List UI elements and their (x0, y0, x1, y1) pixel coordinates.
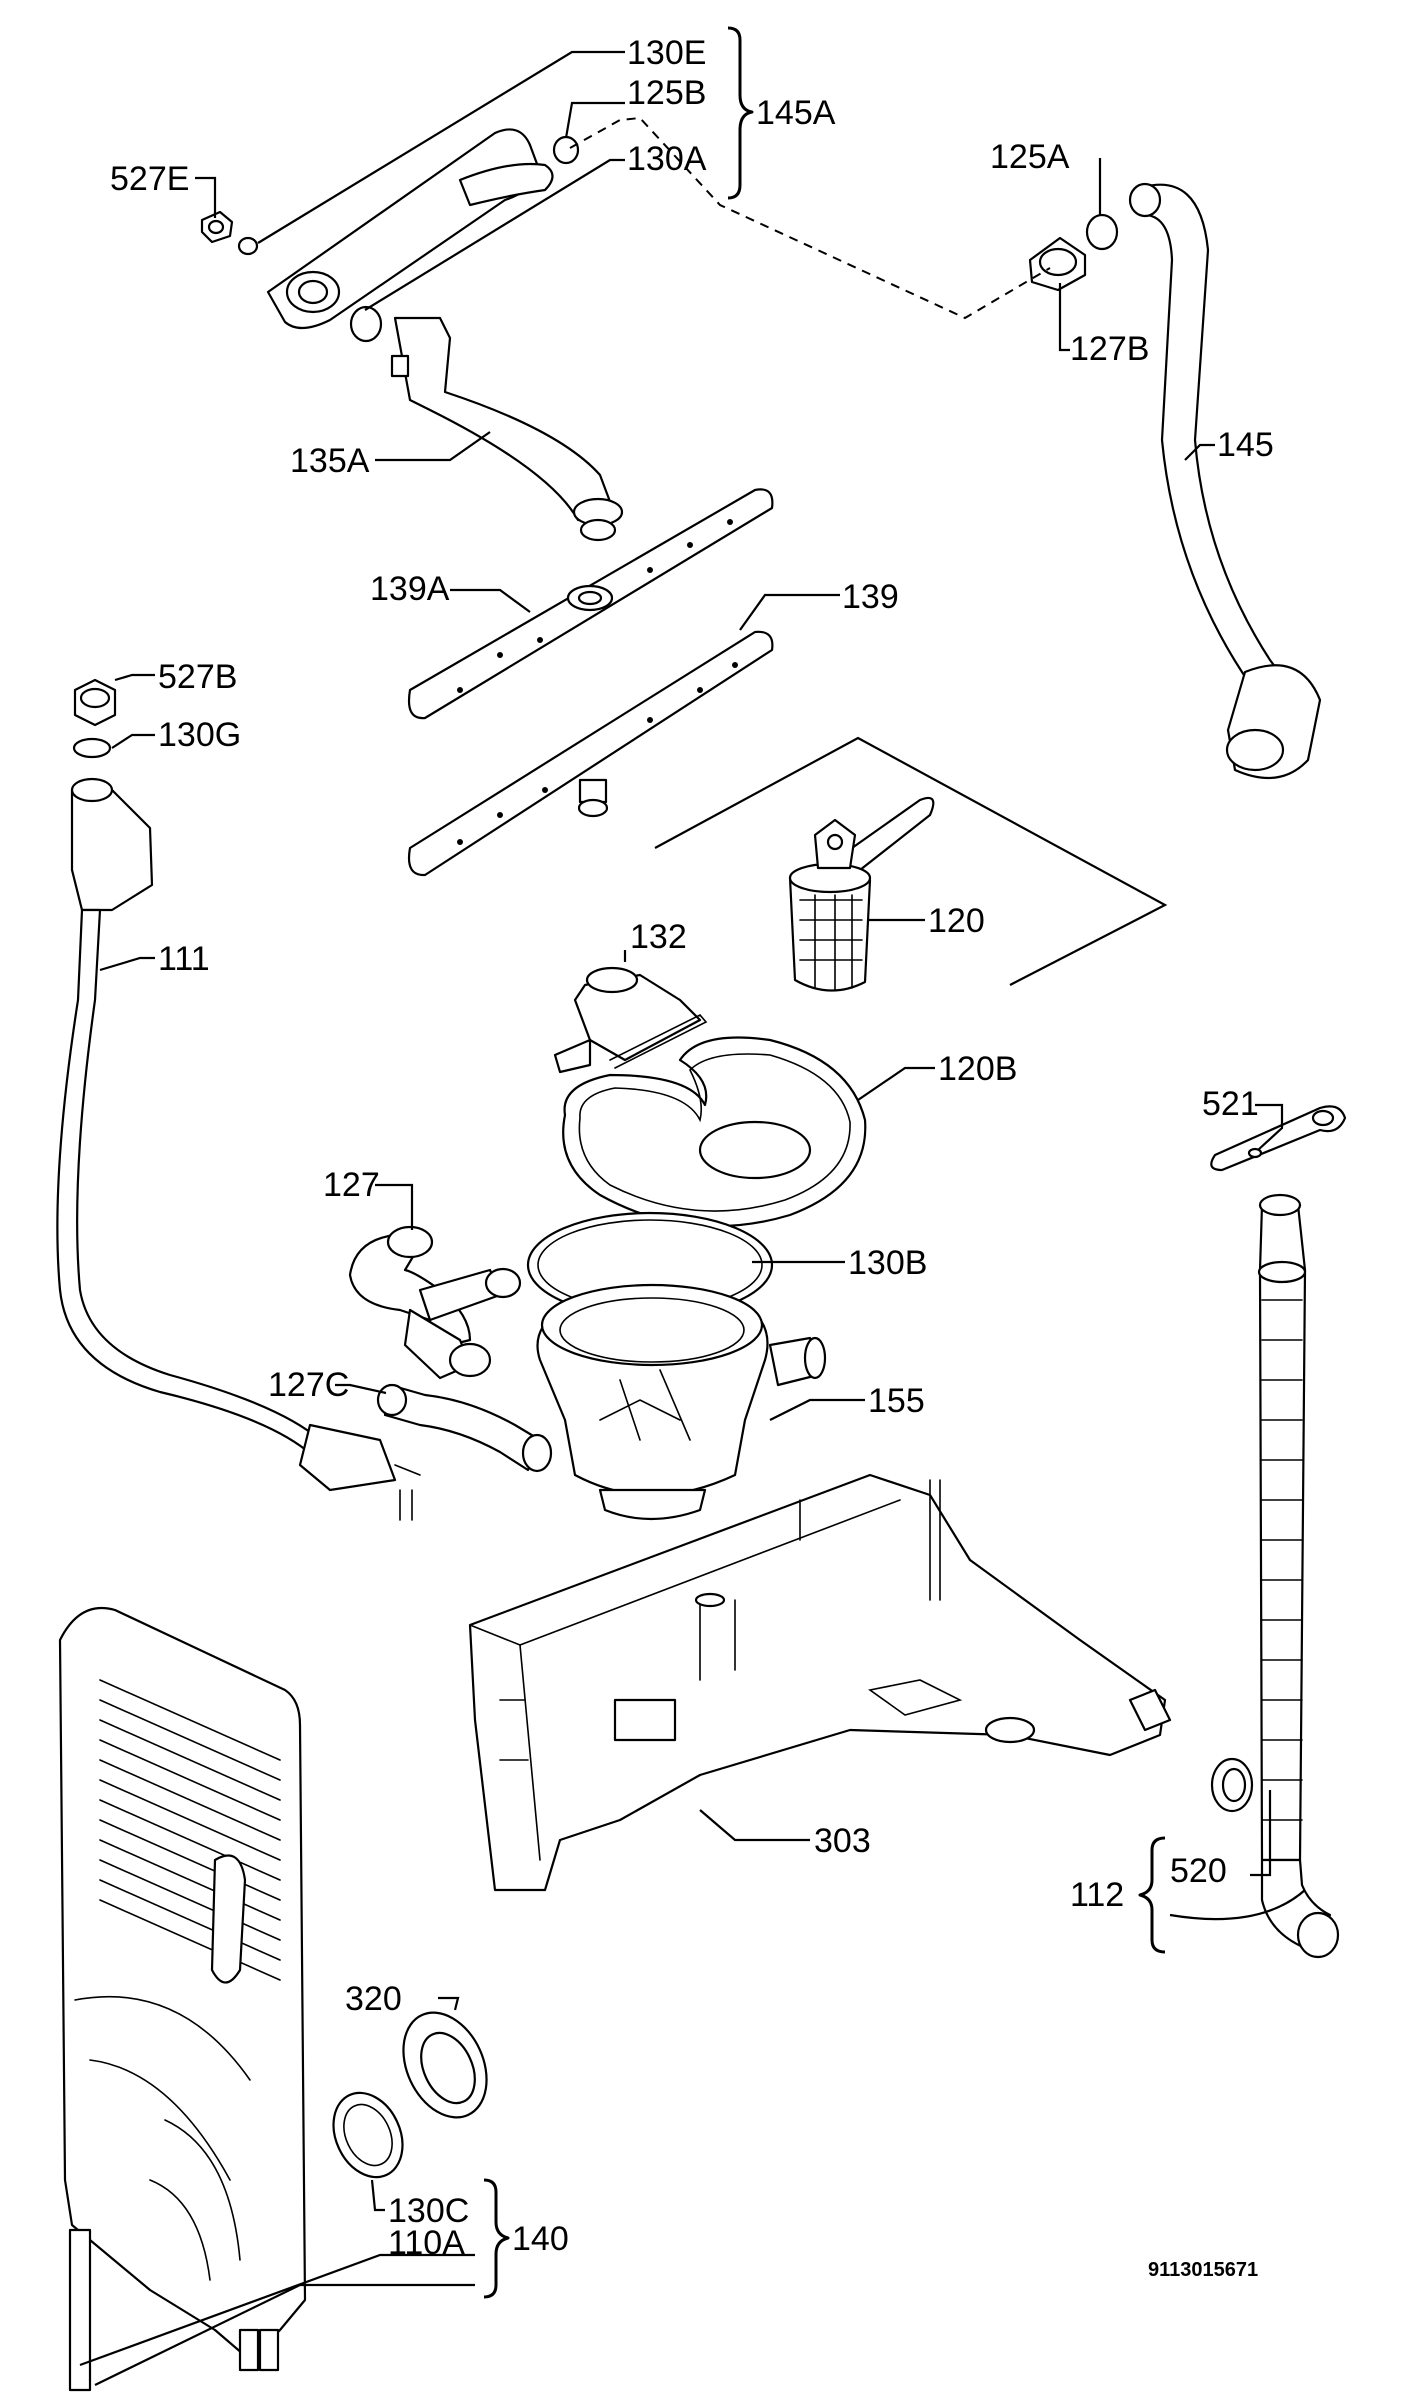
spray-arm-feed-135a (390, 316, 624, 542)
callout-139: 139 (842, 578, 899, 616)
callout-127: 127 (323, 1166, 380, 1204)
upper-spray-tube-130e (266, 128, 580, 330)
callout-527e: 527E (110, 160, 189, 198)
callout-labels: 130E 125B 145A 130A 527E 125A 127B 145 1… (110, 34, 1274, 2281)
callout-520: 520 (1170, 1852, 1227, 1890)
side-panel-140 (58, 1606, 307, 2392)
callout-135a: 135A (290, 442, 370, 480)
callout-521: 521 (1202, 1085, 1259, 1123)
base-303 (468, 1473, 1172, 1892)
callout-527b: 527B (158, 658, 237, 696)
callout-120b: 120B (938, 1050, 1017, 1088)
seal-320 (402, 2011, 488, 2119)
callout-130a: 130A (627, 140, 707, 178)
ring-130c (332, 2091, 404, 2179)
nut-527b (73, 678, 117, 727)
hose-145 (1128, 182, 1322, 780)
callout-127b: 127B (1070, 330, 1149, 368)
callout-139a: 139A (370, 570, 450, 608)
callout-320: 320 (345, 1980, 402, 2018)
o-ring-small (237, 236, 259, 256)
reference-number: 9113015671 (1148, 2259, 1258, 2281)
air-break-132 (553, 966, 708, 1074)
callout-145a: 145A (756, 94, 836, 132)
hose-127 (348, 1225, 522, 1380)
leader-lines (79, 50, 1306, 2386)
callout-112: 112 (1070, 1876, 1124, 1914)
drain-hose-112 (1257, 1193, 1340, 1959)
callout-130b: 130B (848, 1244, 927, 1282)
callout-125b: 125B (627, 74, 706, 112)
callout-125a: 125A (990, 138, 1070, 176)
connector-127b (1028, 236, 1087, 292)
o-ring-130a (349, 305, 383, 343)
inlet-hose-111 (56, 777, 421, 1521)
o-ring-125a (1085, 213, 1119, 251)
hose-127c (376, 1383, 553, 1473)
callout-130g: 130G (158, 716, 241, 754)
callout-303: 303 (814, 1822, 871, 1860)
callout-140: 140 (512, 2220, 569, 2258)
washer-130g (72, 737, 112, 759)
nut-527e (200, 210, 234, 244)
grouping-braces (483, 26, 1166, 2299)
callout-127c: 127C (268, 1366, 349, 1404)
filter-120 (788, 796, 935, 992)
spray-arm-139 (407, 630, 774, 877)
gasket-120b (562, 1036, 867, 1228)
callout-155: 155 (868, 1382, 925, 1420)
callout-120: 120 (928, 902, 985, 940)
callout-145: 145 (1217, 426, 1274, 464)
callout-130e: 130E (627, 34, 706, 72)
callout-132: 132 (630, 918, 687, 956)
callout-111: 111 (158, 940, 210, 978)
grommet-520 (1210, 1757, 1254, 1813)
clip-521 (1210, 1105, 1347, 1172)
callout-130c: 130C (388, 2192, 469, 2230)
filter-group-outline (654, 736, 1168, 986)
callout-110a: 110A (388, 2224, 465, 2262)
spray-arm-139a (407, 488, 774, 720)
sump-155 (536, 1283, 827, 1521)
